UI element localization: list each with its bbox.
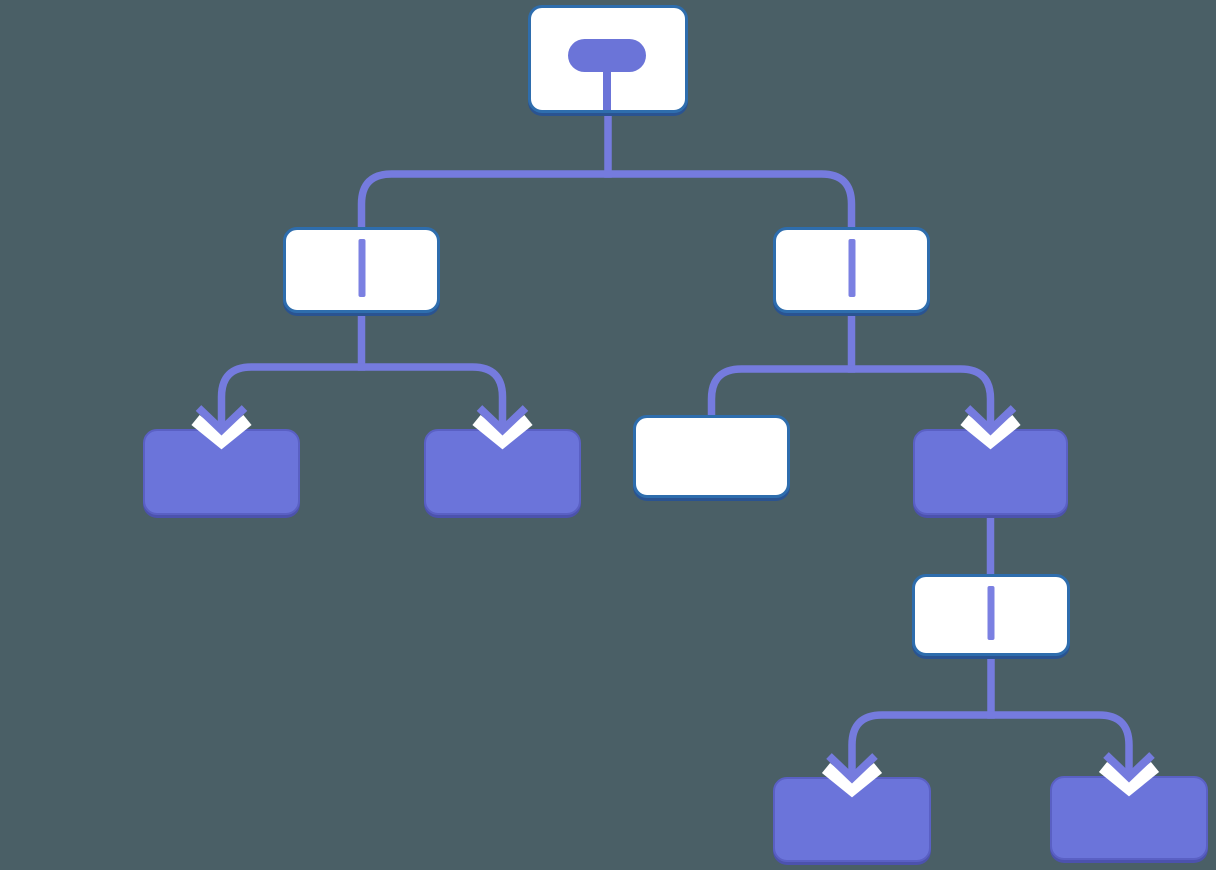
tree-node-leaf-mid-left[interactable] — [424, 429, 581, 515]
root-pill-icon — [568, 39, 646, 72]
tree-node-leaf-bottom-right[interactable] — [1050, 776, 1208, 860]
tree-node-split-bottom[interactable] — [912, 574, 1070, 656]
pass-through-line-icon — [848, 239, 855, 297]
pass-through-line-icon — [987, 586, 995, 640]
tree-node-split-right[interactable] — [773, 227, 930, 313]
pass-through-line-icon — [358, 239, 365, 297]
root-pill-stem-icon — [603, 72, 611, 110]
tree-node-root[interactable] — [528, 5, 688, 113]
connector-rail-split-left — [217, 363, 507, 435]
connector-rail-root — [357, 170, 856, 229]
connector-rail-split-right — [707, 365, 995, 435]
connector-rail-split-bottom — [848, 711, 1133, 783]
tree-node-collapsed-right[interactable] — [913, 429, 1068, 515]
tree-node-leaf-bottom-left[interactable] — [773, 777, 931, 862]
tree-node-empty-white[interactable] — [633, 415, 790, 498]
tree-node-leaf-far-left[interactable] — [143, 429, 300, 515]
tree-node-split-left[interactable] — [283, 227, 440, 313]
